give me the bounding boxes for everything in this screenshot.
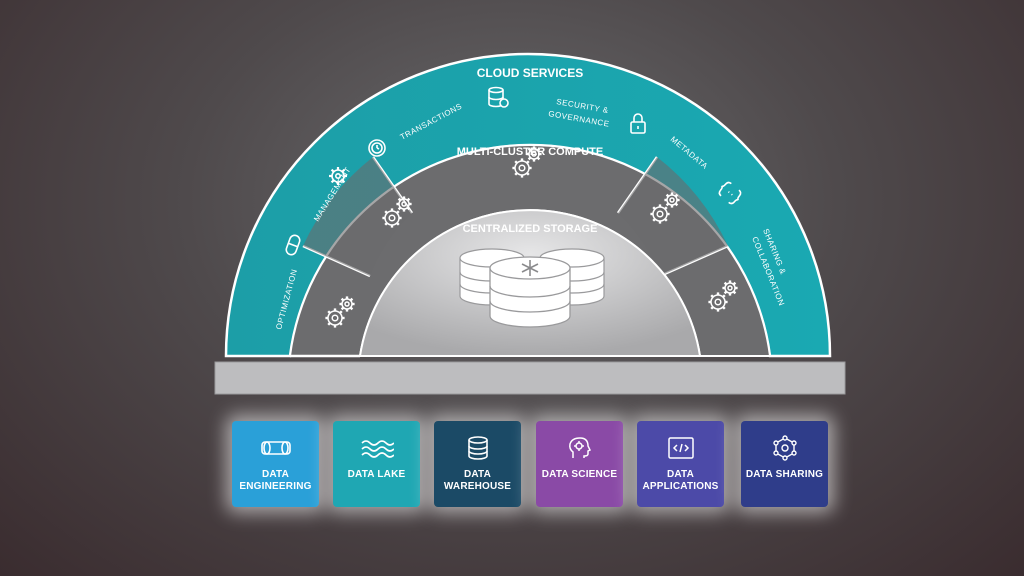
network-hexagon-icon [768,435,802,461]
tile-data-lake[interactable]: DATA LAKE [333,421,420,507]
tile-label: DATA LAKE [347,469,406,480]
tile-data-warehouse[interactable]: DATA WAREHOUSE [434,421,521,507]
tile-data-engineering[interactable]: DATA ENGINEERING [232,421,319,507]
database-icon [461,435,495,461]
gear-icon [382,208,402,228]
storage-database-stack-icon [459,248,605,328]
tile-data-sharing[interactable]: DATA SHARING [741,421,828,507]
cloud-services-title: CLOUD SERVICES [477,66,583,80]
tile-data-applications[interactable]: DATA APPLICATIONS [637,421,724,507]
gear-icon [526,146,542,162]
pipe-icon [259,435,293,461]
gear-icon [325,308,345,328]
optimization-icon [285,234,301,256]
tile-label: DATA WAREHOUSE [443,469,512,492]
snowflake-icon [521,260,539,276]
gear-icon [708,292,728,312]
code-window-icon [664,435,698,461]
platform-base-bar [214,361,846,395]
transactions-clock-icon [368,139,386,157]
security-lock-icon [630,113,646,134]
tile-label: DATA APPLICATIONS [642,469,719,492]
storage-title: CENTRALIZED STORAGE [463,223,598,235]
gear-icon [650,204,670,224]
tile-data-science[interactable]: DATA SCIENCE [536,421,623,507]
compute-gears [325,146,738,328]
brain-head-icon [563,435,597,461]
gear-icon [512,158,532,178]
gear-icon [664,192,680,208]
gear-icon [396,196,412,212]
gear-icon [722,280,738,296]
tile-label: DATA SHARING [745,469,824,480]
gear-icon [339,296,355,312]
tile-label: DATA SCIENCE [541,469,618,480]
waves-icon [360,435,394,461]
management-gear-icon [329,167,347,185]
tile-label: DATA ENGINEERING [239,469,312,492]
transactions-database-icon [488,86,509,108]
